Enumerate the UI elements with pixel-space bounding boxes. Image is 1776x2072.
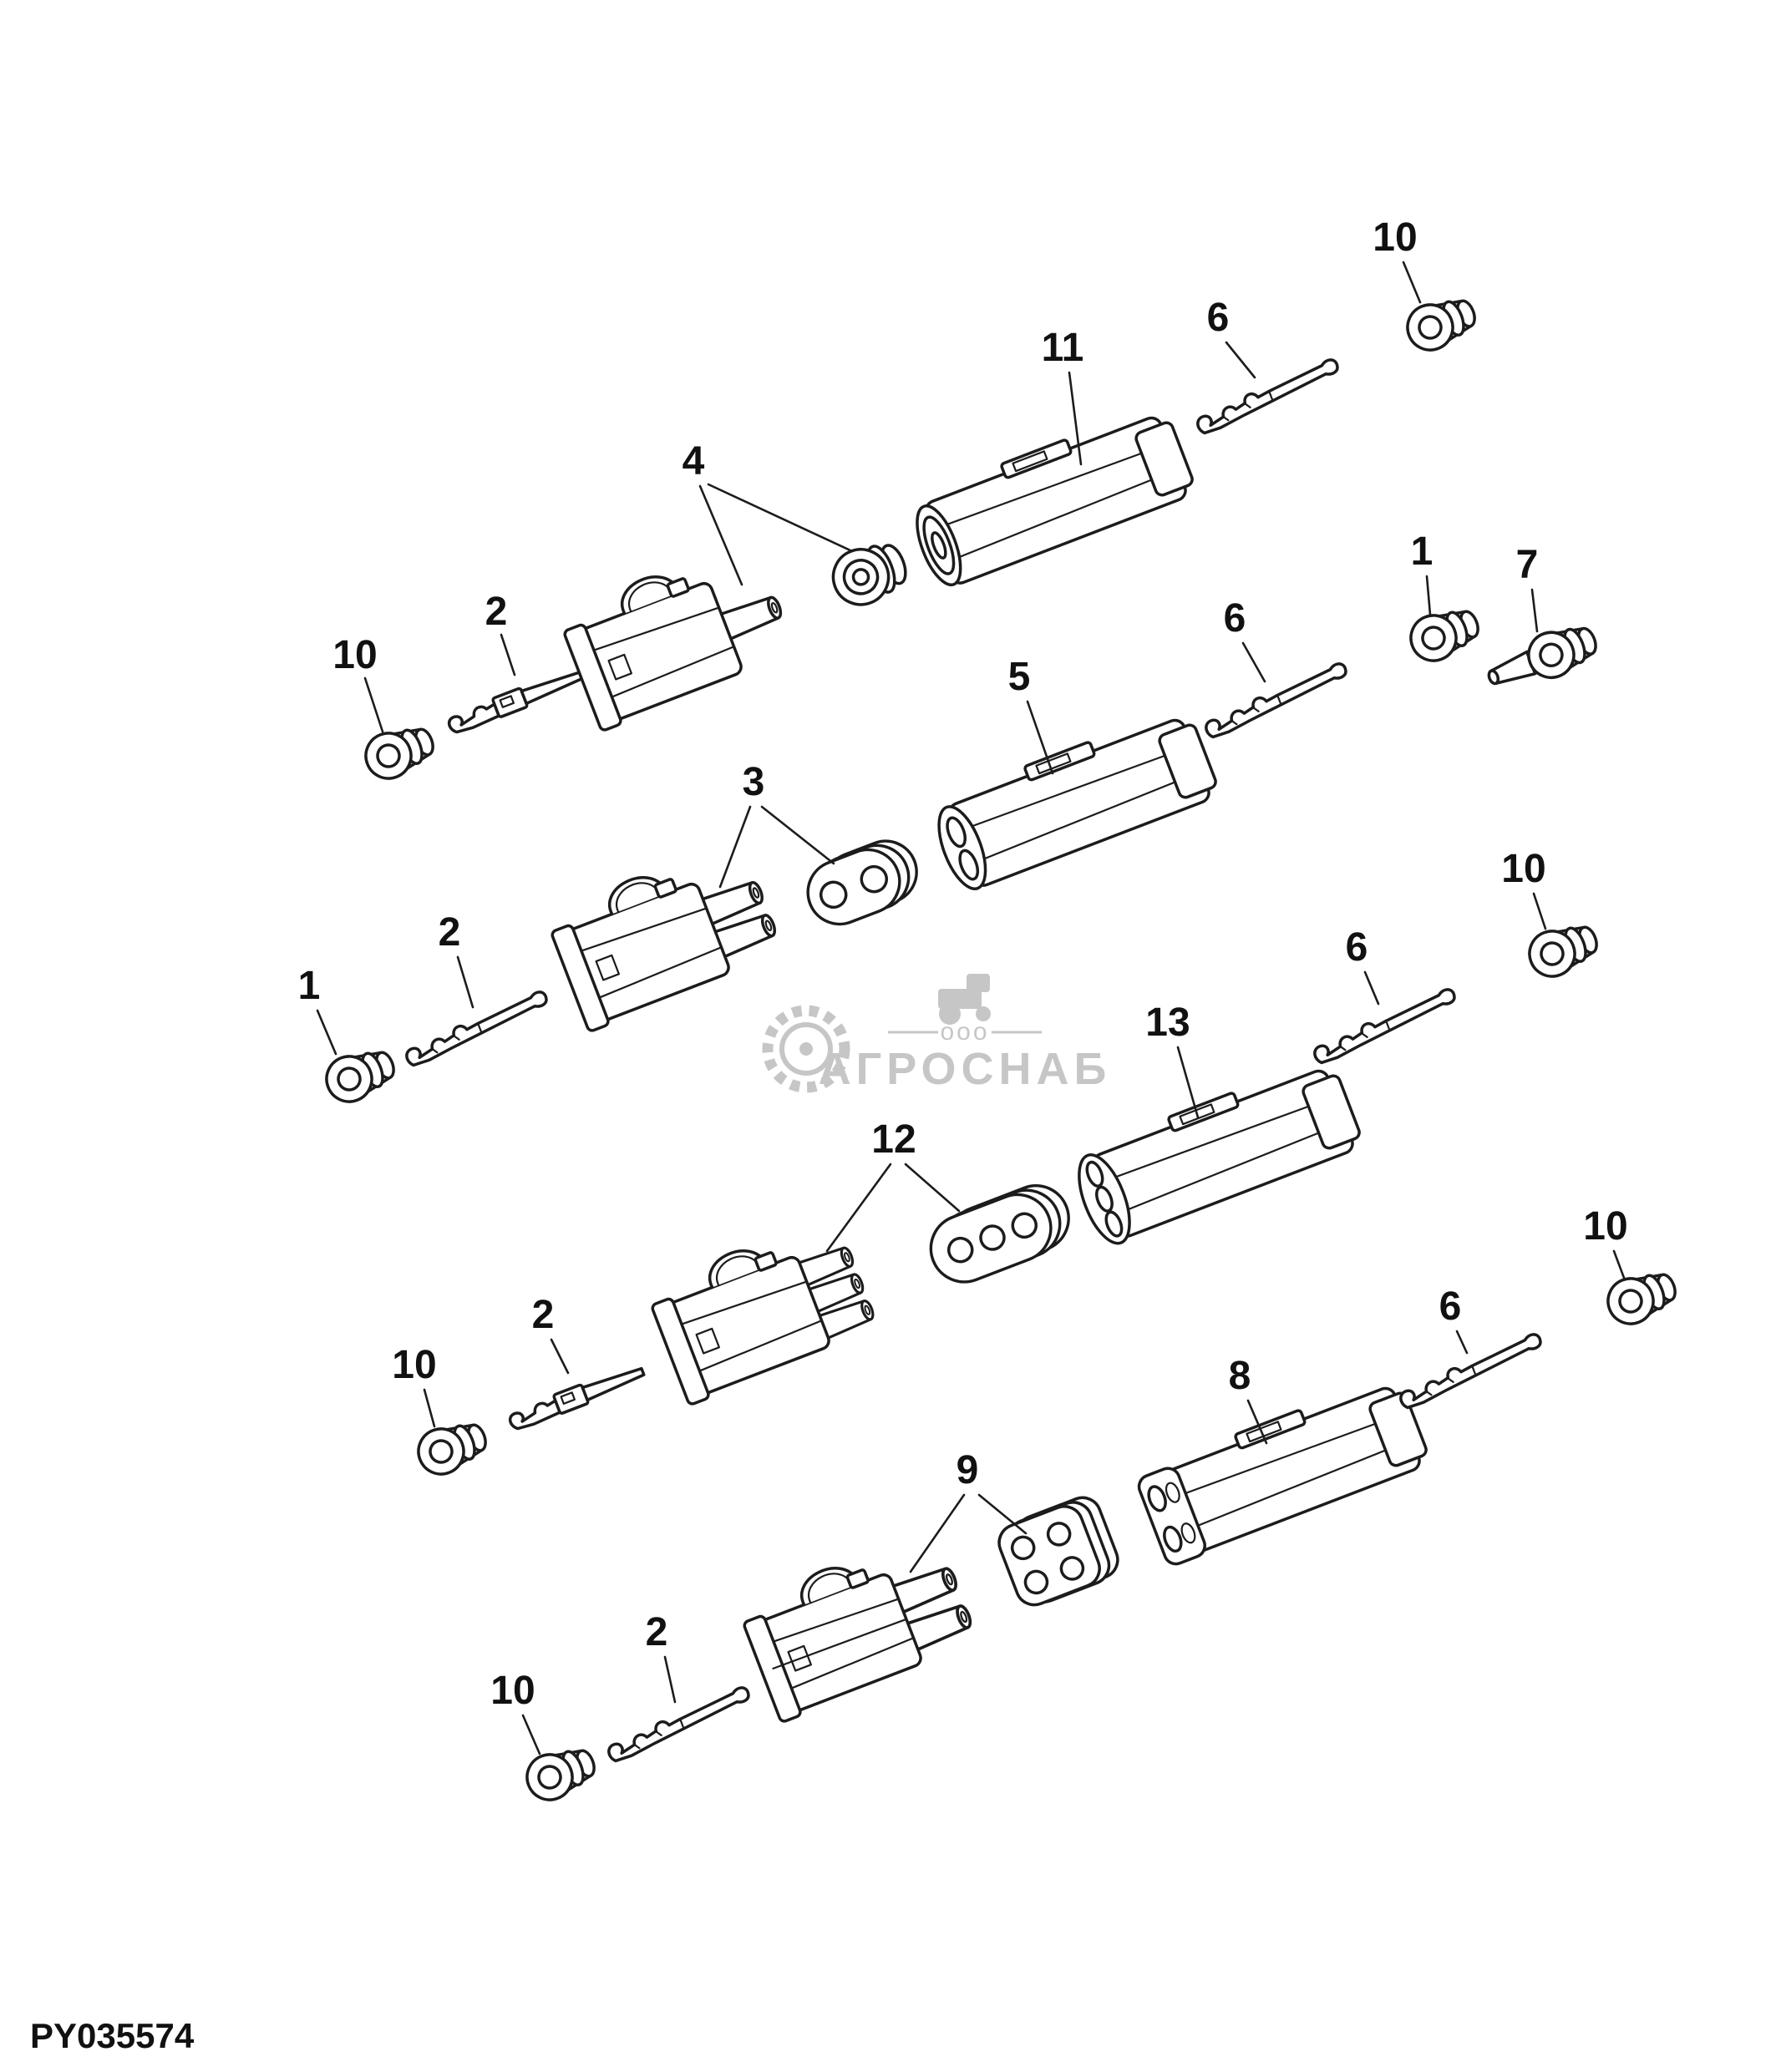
cavity-plug-part [1403, 599, 1486, 669]
leader-line [1068, 371, 1083, 466]
drawing-number: PY035574 [30, 2016, 195, 2055]
leader-line [316, 1009, 337, 1056]
cable-seal-part [824, 533, 915, 615]
callout-label: 12 [871, 1117, 916, 1162]
sealing-plug-part [1482, 617, 1602, 699]
leader-line [909, 1493, 1028, 1573]
leader-line [1532, 892, 1547, 930]
tractor-icon [938, 974, 991, 1025]
leader-line [1530, 588, 1539, 633]
connector-shroud-body [904, 402, 1198, 591]
terminal-part [400, 988, 554, 1069]
leader-line [825, 1163, 961, 1253]
connector-shroud-body [926, 704, 1220, 894]
leader-line [423, 1388, 436, 1428]
connector-tower-body [544, 838, 786, 1031]
connector-shroud-body [1067, 1055, 1367, 1249]
leader-line [1026, 700, 1054, 775]
callout-label: 7 [1516, 543, 1539, 587]
leader-line [456, 955, 474, 1009]
cavity-plug-part [410, 1412, 494, 1482]
callout-label: 6 [1224, 596, 1246, 641]
cavity-plug-part [358, 717, 441, 787]
leader-line [521, 1714, 541, 1755]
leader-line [1425, 575, 1432, 616]
row-1-assembly: 10 2 4 11 6 10 [332, 215, 1483, 787]
callout-label: 9 [957, 1448, 979, 1492]
leader-line [1455, 1330, 1469, 1355]
cavity-plug-part [1399, 288, 1483, 358]
watermark-company-name: АГРОСНАБ [819, 1044, 1112, 1094]
terminal-part [444, 664, 587, 737]
leader-line [1241, 641, 1266, 683]
leader-line [663, 1655, 677, 1704]
leader-line [1246, 1399, 1268, 1445]
callout-label: 5 [1008, 655, 1031, 699]
callout-label: 2 [485, 590, 508, 634]
leader-line [1612, 1249, 1626, 1279]
terminal-part [1191, 356, 1345, 437]
callout-label: 4 [682, 439, 705, 484]
leader-line [1225, 341, 1256, 379]
terminal-part [1308, 985, 1462, 1066]
cavity-plug-part [318, 1040, 402, 1110]
leader-line [1402, 261, 1422, 304]
leader-line [698, 483, 854, 586]
callout-label: 2 [646, 1610, 668, 1654]
row-3-assembly: 10 2 12 13 6 10 [392, 847, 1605, 1482]
callout-label: 10 [1373, 215, 1417, 260]
leader-line [1176, 1046, 1200, 1119]
callout-label: 1 [1411, 529, 1433, 574]
leader-line [1363, 970, 1380, 1006]
leader-line [550, 1338, 570, 1375]
callout-label: 8 [1229, 1354, 1251, 1398]
callout-label: 10 [1501, 847, 1545, 891]
callout-label: 6 [1346, 925, 1368, 970]
connector-shroud-body [1134, 1372, 1433, 1567]
row-2-assembly: 1 2 3 5 6 1 7 [298, 529, 1602, 1110]
callout-label: 2 [439, 910, 461, 955]
cable-seal-part [992, 1491, 1126, 1613]
callout-label: 3 [743, 760, 765, 804]
gear-icon [762, 1005, 850, 1093]
terminal-part [505, 1360, 648, 1434]
leader-line [718, 805, 835, 889]
terminal-part [602, 1684, 756, 1765]
callout-label: 10 [1583, 1204, 1627, 1249]
callout-label: 6 [1207, 296, 1230, 340]
callout-label: 2 [532, 1293, 555, 1337]
callout-label: 1 [298, 964, 321, 1008]
leader-line [500, 633, 516, 676]
terminal-part [1394, 1330, 1548, 1411]
callout-label: 11 [1042, 326, 1084, 370]
leader-line [363, 676, 384, 733]
cable-seal-part [796, 830, 929, 935]
connector-tower-body [736, 1527, 981, 1723]
callout-label: 6 [1439, 1284, 1462, 1329]
cavity-plug-part [1521, 914, 1605, 985]
connector-tower-body [644, 1213, 880, 1406]
cavity-plug-part [1600, 1262, 1683, 1332]
cable-seal-part [919, 1174, 1081, 1294]
callout-label: 10 [332, 633, 377, 677]
callout-label: 10 [490, 1669, 535, 1713]
cavity-plug-part [519, 1738, 602, 1808]
callout-label: 10 [392, 1343, 436, 1387]
callout-label: 13 [1145, 1001, 1190, 1045]
watermark: ооо АГРОСНАБ [762, 974, 1112, 1094]
connector-tower-body [556, 537, 799, 731]
watermark-company-prefix: ооо [940, 1018, 989, 1046]
row-4-assembly: 10 2 9 8 6 10 [490, 1204, 1683, 1808]
terminal-part [1200, 660, 1353, 741]
